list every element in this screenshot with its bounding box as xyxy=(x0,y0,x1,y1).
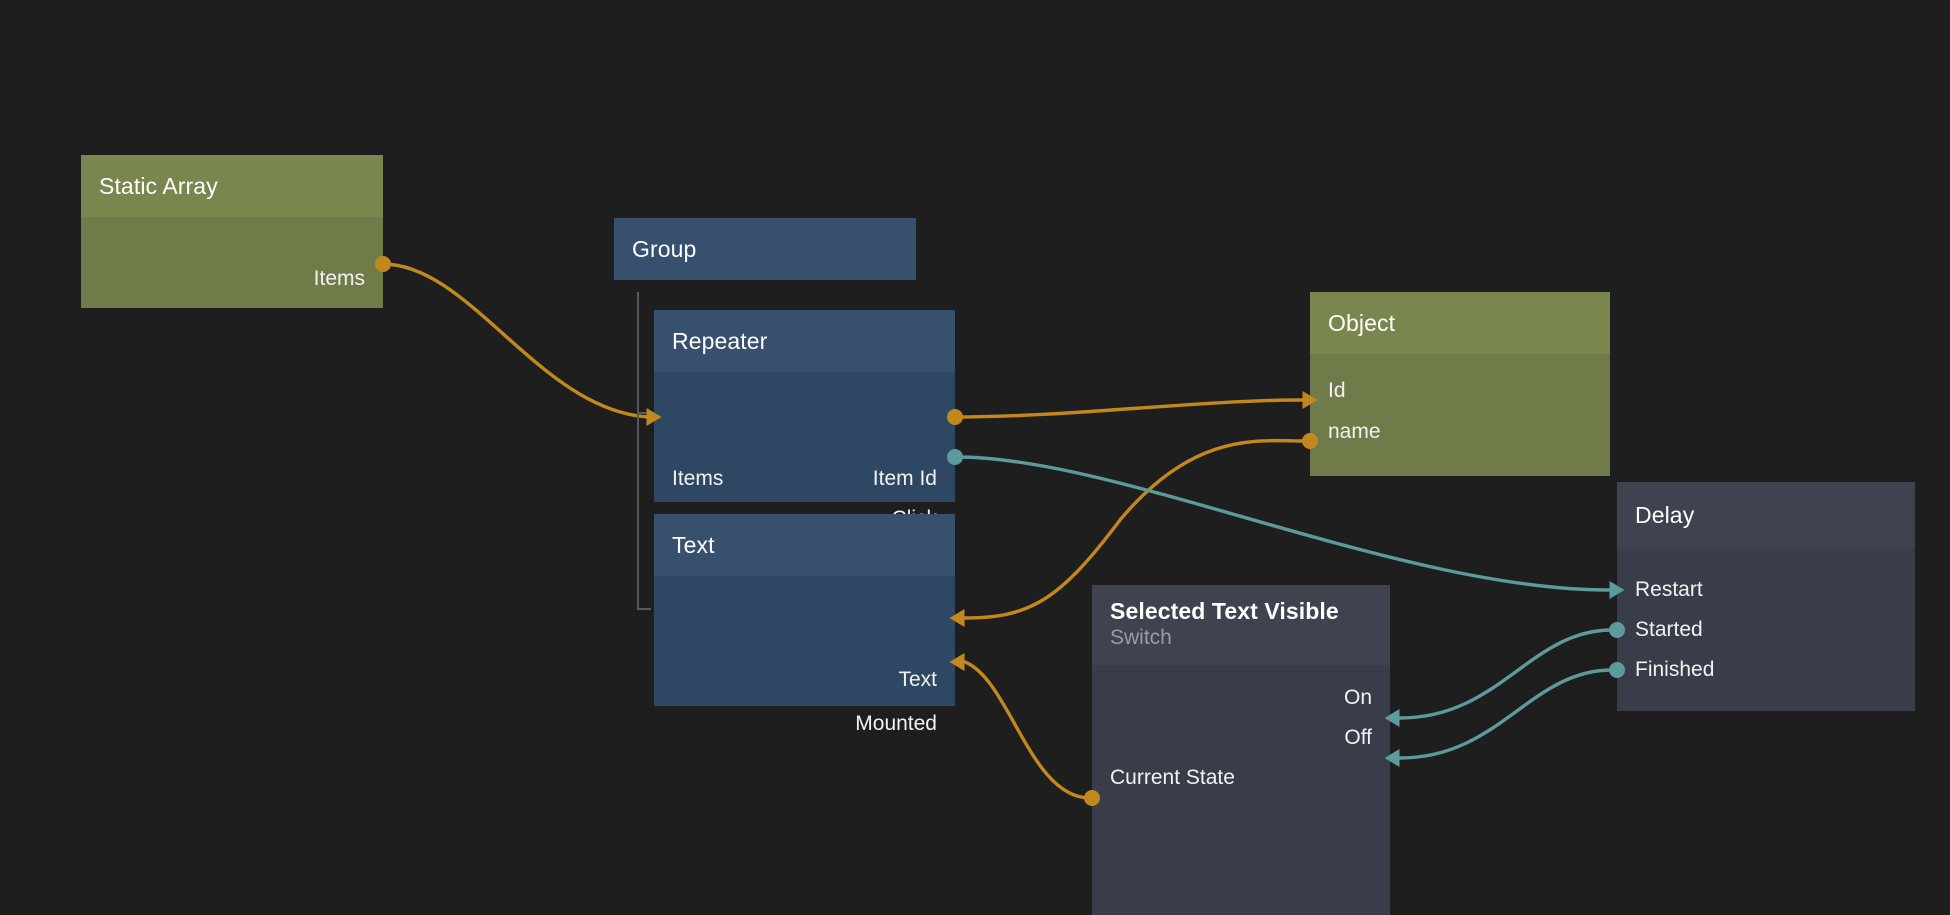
group-tree-stub-text xyxy=(637,608,651,610)
node-repeater[interactable]: Repeater Items Item Id Click xyxy=(654,310,955,530)
node-static-array-body: Items xyxy=(81,217,383,308)
port-label: Item Id xyxy=(872,467,937,490)
node-group-header[interactable]: Group xyxy=(614,218,916,280)
node-text-header[interactable]: Text xyxy=(654,514,955,576)
connections-layer xyxy=(381,262,1614,800)
edge-delay-finished-to-switch-off xyxy=(1398,668,1614,760)
group-tree-line xyxy=(637,292,639,610)
node-object-header[interactable]: Object xyxy=(1310,292,1610,354)
port-delay-started-out[interactable]: Started xyxy=(1617,615,1703,645)
port-label: Off xyxy=(1344,726,1372,749)
node-group[interactable]: Group xyxy=(614,218,916,280)
node-repeater-body: Items Item Id Click xyxy=(654,372,955,530)
node-repeater-title: Repeater xyxy=(672,328,768,354)
port-delay-restart-in[interactable]: Restart xyxy=(1617,575,1703,605)
node-delay[interactable]: Delay Restart Started Finished xyxy=(1617,482,1915,711)
edge-repeater-itemid-to-object-id xyxy=(953,398,1304,419)
edge-repeater-click-to-delay-restart xyxy=(955,455,1611,592)
node-static-array-header[interactable]: Static Array xyxy=(81,155,383,217)
node-object-title: Object xyxy=(1328,310,1396,336)
edge-delay-started-to-switch-on xyxy=(1398,628,1614,720)
port-switch-on-in[interactable]: On xyxy=(1344,683,1390,713)
port-label: Id xyxy=(1328,379,1346,402)
port-label: Mounted xyxy=(855,712,937,735)
port-label: Items xyxy=(672,467,724,490)
node-switch-subtitle: Switch xyxy=(1110,626,1172,649)
node-repeater-header[interactable]: Repeater xyxy=(654,310,955,372)
node-delay-title: Delay xyxy=(1635,502,1695,528)
node-text[interactable]: Text Text Mounted xyxy=(654,514,955,735)
port-object-name-out[interactable]: name xyxy=(1310,417,1381,447)
node-text-title: Text xyxy=(672,532,715,558)
port-text-text-in[interactable]: Text xyxy=(898,665,955,695)
port-switch-current-state-out[interactable]: Current State xyxy=(1092,763,1235,793)
port-delay-finished-out[interactable]: Finished xyxy=(1617,655,1714,685)
port-switch-off-in[interactable]: Off xyxy=(1344,723,1390,753)
node-switch-title: Selected Text Visible xyxy=(1110,598,1339,624)
port-text-mounted-in[interactable]: Mounted xyxy=(855,709,955,739)
node-static-array[interactable]: Static Array Items xyxy=(81,155,383,308)
edge-staticarray-items-to-repeater-items xyxy=(381,262,650,419)
port-repeater-itemid-out[interactable]: Item Id xyxy=(873,464,955,494)
node-delay-header[interactable]: Delay xyxy=(1617,482,1915,548)
port-label: name xyxy=(1328,420,1381,443)
port-label: On xyxy=(1343,686,1372,709)
port-label: Restart xyxy=(1635,578,1703,601)
port-label: Started xyxy=(1635,618,1703,641)
port-object-id-in[interactable]: Id xyxy=(1310,376,1346,406)
node-switch-header[interactable]: Selected Text Visible Switch xyxy=(1092,585,1390,665)
node-group-title: Group xyxy=(632,236,697,262)
node-switch-body: On Off Current State xyxy=(1092,665,1390,915)
port-repeater-items-in[interactable]: Items xyxy=(654,464,723,494)
edge-switch-currentstate-to-text-mounted xyxy=(963,660,1092,800)
node-object-body: Id name xyxy=(1310,354,1610,476)
port-static-array-items-out[interactable]: Items xyxy=(314,264,383,294)
group-tree-stub-repeater xyxy=(637,412,651,414)
port-label: Current State xyxy=(1110,766,1235,789)
node-text-body: Text Mounted xyxy=(654,576,955,735)
node-static-array-title: Static Array xyxy=(99,173,218,199)
node-delay-body: Restart Started Finished xyxy=(1617,548,1915,711)
port-label: Items xyxy=(313,267,365,290)
node-switch[interactable]: Selected Text Visible Switch On Off Curr… xyxy=(1092,585,1390,915)
port-label: Finished xyxy=(1635,658,1715,681)
node-object[interactable]: Object Id name xyxy=(1310,292,1610,476)
port-label: Text xyxy=(898,668,937,691)
